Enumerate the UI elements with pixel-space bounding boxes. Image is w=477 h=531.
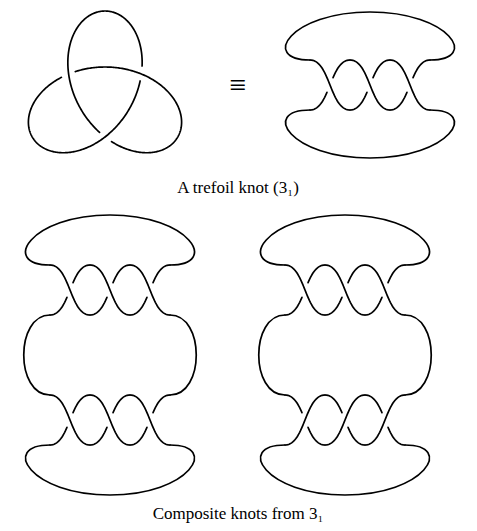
knot-strand [365,395,382,413]
equivalence-sign: ≡ [230,68,247,102]
knot-strand [50,427,67,445]
knot-strand [390,60,430,110]
knot-strand [26,445,195,495]
knot-strand [261,215,430,265]
knot-strand [130,265,170,315]
knot-strand [28,77,140,152]
knot-strand [130,297,147,315]
knot-strand [350,92,367,110]
knot-strand [365,265,405,315]
knot-strand [413,60,430,78]
knot-strand [285,265,325,315]
knot-strand [90,265,130,315]
knot-strand [348,427,365,445]
knot-strand [310,92,327,110]
knot-strand [308,427,325,445]
knot-strand [333,60,350,78]
knot-strand [325,395,365,445]
knot-strand [285,395,325,445]
knot-strand [153,265,170,283]
knot-strand [365,395,405,445]
knot-strand [308,265,325,283]
figure-caption: A trefoil knot (3₁) [177,178,299,198]
knot-strand [286,12,455,60]
knot-strand [388,265,405,283]
knot-strand [26,215,195,265]
knot-strand [325,297,342,315]
knot-strand [90,297,107,315]
knot-strand [113,395,130,413]
knot-strand [130,395,170,445]
knot-strand [50,297,67,315]
knot-strand [75,67,181,153]
knot-strand [348,265,365,283]
knot-strand [390,92,407,110]
knot-strand [73,265,90,283]
knot-strand [113,265,130,283]
knot-strand [365,297,382,315]
knot-strand [325,395,342,413]
knot-strand [350,60,390,110]
knot-strand [285,395,302,413]
knot-strand [310,60,350,110]
knot-strand [50,395,90,445]
knot-strand [153,395,170,413]
knot-strand [90,395,130,445]
knot-strand [259,315,285,395]
knot-strand [373,60,390,78]
knot-strand [261,445,430,495]
knot-strand [170,315,196,395]
knot-strand [24,315,50,395]
knot-strand [286,110,455,158]
knot-strand [73,395,90,413]
knot-strand [405,315,431,395]
knot-strand [130,427,147,445]
figure-caption: Composite knots from 3₁ [153,504,324,524]
knot-strand [68,11,142,132]
knot-strand [388,427,405,445]
knot-strand [50,265,90,315]
knot-strand [325,265,365,315]
knot-strand [90,427,107,445]
knot-strand [285,297,302,315]
